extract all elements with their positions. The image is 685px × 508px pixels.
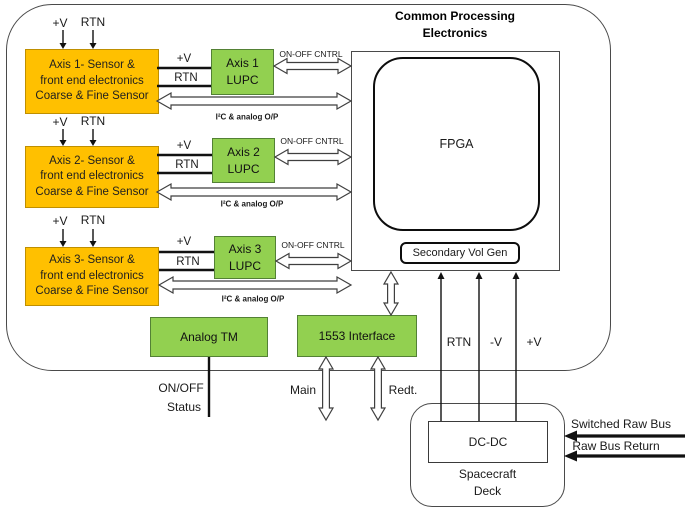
axis3-lupc-block: Axis 3 LUPC [214,236,276,279]
axis1-vbus-supply-label: +V [176,53,192,65]
axis3-return-label: RTN [80,213,106,227]
secondary-vol-gen-block: Secondary Vol Gen [400,242,520,264]
axis1-sensor-block: Axis 1- Sensor & front end electronics C… [25,49,159,114]
axis3-sensor-block: Axis 3- Sensor & front end electronics C… [25,247,159,306]
axis2-onoff-cntrl-label: ON-OFF CNTRL [280,136,344,146]
axis1-supply-label: +V [52,16,68,30]
main-bus-label: Main [289,383,317,397]
axis2-sensor-line3: Coarse & Fine Sensor [35,185,149,198]
axis1-sensor-line2: front end electronics [40,74,144,87]
axis2-lupc-line2: LUPC [227,161,260,176]
axis3-lupc-line2: LUPC [228,258,261,273]
deck-label-line2: Deck [473,484,502,498]
axis1-return-label: RTN [80,15,106,29]
axis1-lupc-block: Axis 1 LUPC [211,49,274,95]
axis1-vbus-return-label: RTN [174,72,198,84]
analog-tm-label: Analog TM [180,330,238,344]
axis3-sensor-line3: Coarse & Fine Sensor [35,285,149,298]
axis2-lupc-block: Axis 2 LUPC [212,138,275,183]
fpga-label: FPGA [439,137,474,151]
interface-1553-block: 1553 Interface [297,315,417,357]
axis2-sensor-line2: front end electronics [40,170,144,183]
interface-1553-label: 1553 Interface [318,329,396,343]
power-negv-label: -V [490,335,502,349]
onoff-status-label-line2: Status [166,400,202,414]
power-rtn-label: RTN [446,335,472,349]
axis1-sensor-line1: Axis 1- Sensor & [49,59,135,72]
axis3-vbus-return-label: RTN [176,256,200,268]
analog-tm-block: Analog TM [150,317,268,357]
power-posv-label: +V [526,335,542,349]
axis1-onoff-cntrl-label: ON-OFF CNTRL [279,49,343,59]
axis2-vbus-supply-label: +V [176,140,192,152]
switched-raw-bus-label: Switched Raw Bus [570,417,672,431]
axis3-i2c-label: I²C & analog O/P [221,294,285,304]
diagram-title: Common Processing Electronics [355,8,555,42]
axis3-onoff-cntrl-label: ON-OFF CNTRL [281,240,345,250]
axis2-supply-label: +V [52,115,68,129]
axis1-sensor-line3: Coarse & Fine Sensor [35,90,149,103]
raw-bus-return-label: Raw Bus Return [572,439,660,453]
axis3-supply-label: +V [52,214,68,228]
axis3-sensor-line2: front end electronics [40,269,144,282]
dcdc-block: DC-DC [428,421,548,463]
axis3-sensor-line1: Axis 3- Sensor & [49,254,135,267]
axis2-lupc-line1: Axis 2 [227,144,260,159]
title-line-1: Common Processing [394,9,516,23]
title-line-2: Electronics [422,26,488,40]
axis3-vbus-supply-label: +V [176,236,192,248]
axis1-i2c-label: I²C & analog O/P [215,112,279,122]
axis2-vbus-return-label: RTN [175,159,199,171]
axis2-return-label: RTN [80,114,106,128]
axis2-sensor-line1: Axis 2- Sensor & [49,154,135,167]
dcdc-label: DC-DC [468,435,508,449]
redt-bus-label: Redt. [388,383,418,397]
axis2-i2c-label: I²C & analog O/P [220,199,284,209]
onoff-status-label-line1: ON/OFF [158,381,204,395]
deck-label-line1: Spacecraft [458,467,517,481]
axis2-sensor-block: Axis 2- Sensor & front end electronics C… [25,146,159,208]
spacecraft-deck-label: Spacecraft Deck [410,466,565,500]
axis3-lupc-line1: Axis 3 [228,241,262,256]
secondary-vol-gen-label: Secondary Vol Gen [412,247,508,259]
axis1-lupc-line2: LUPC [226,73,259,87]
fpga-block: FPGA [373,57,540,231]
axis1-lupc-line1: Axis 1 [226,56,259,70]
common-processing-electronics-enclosure [6,4,611,371]
